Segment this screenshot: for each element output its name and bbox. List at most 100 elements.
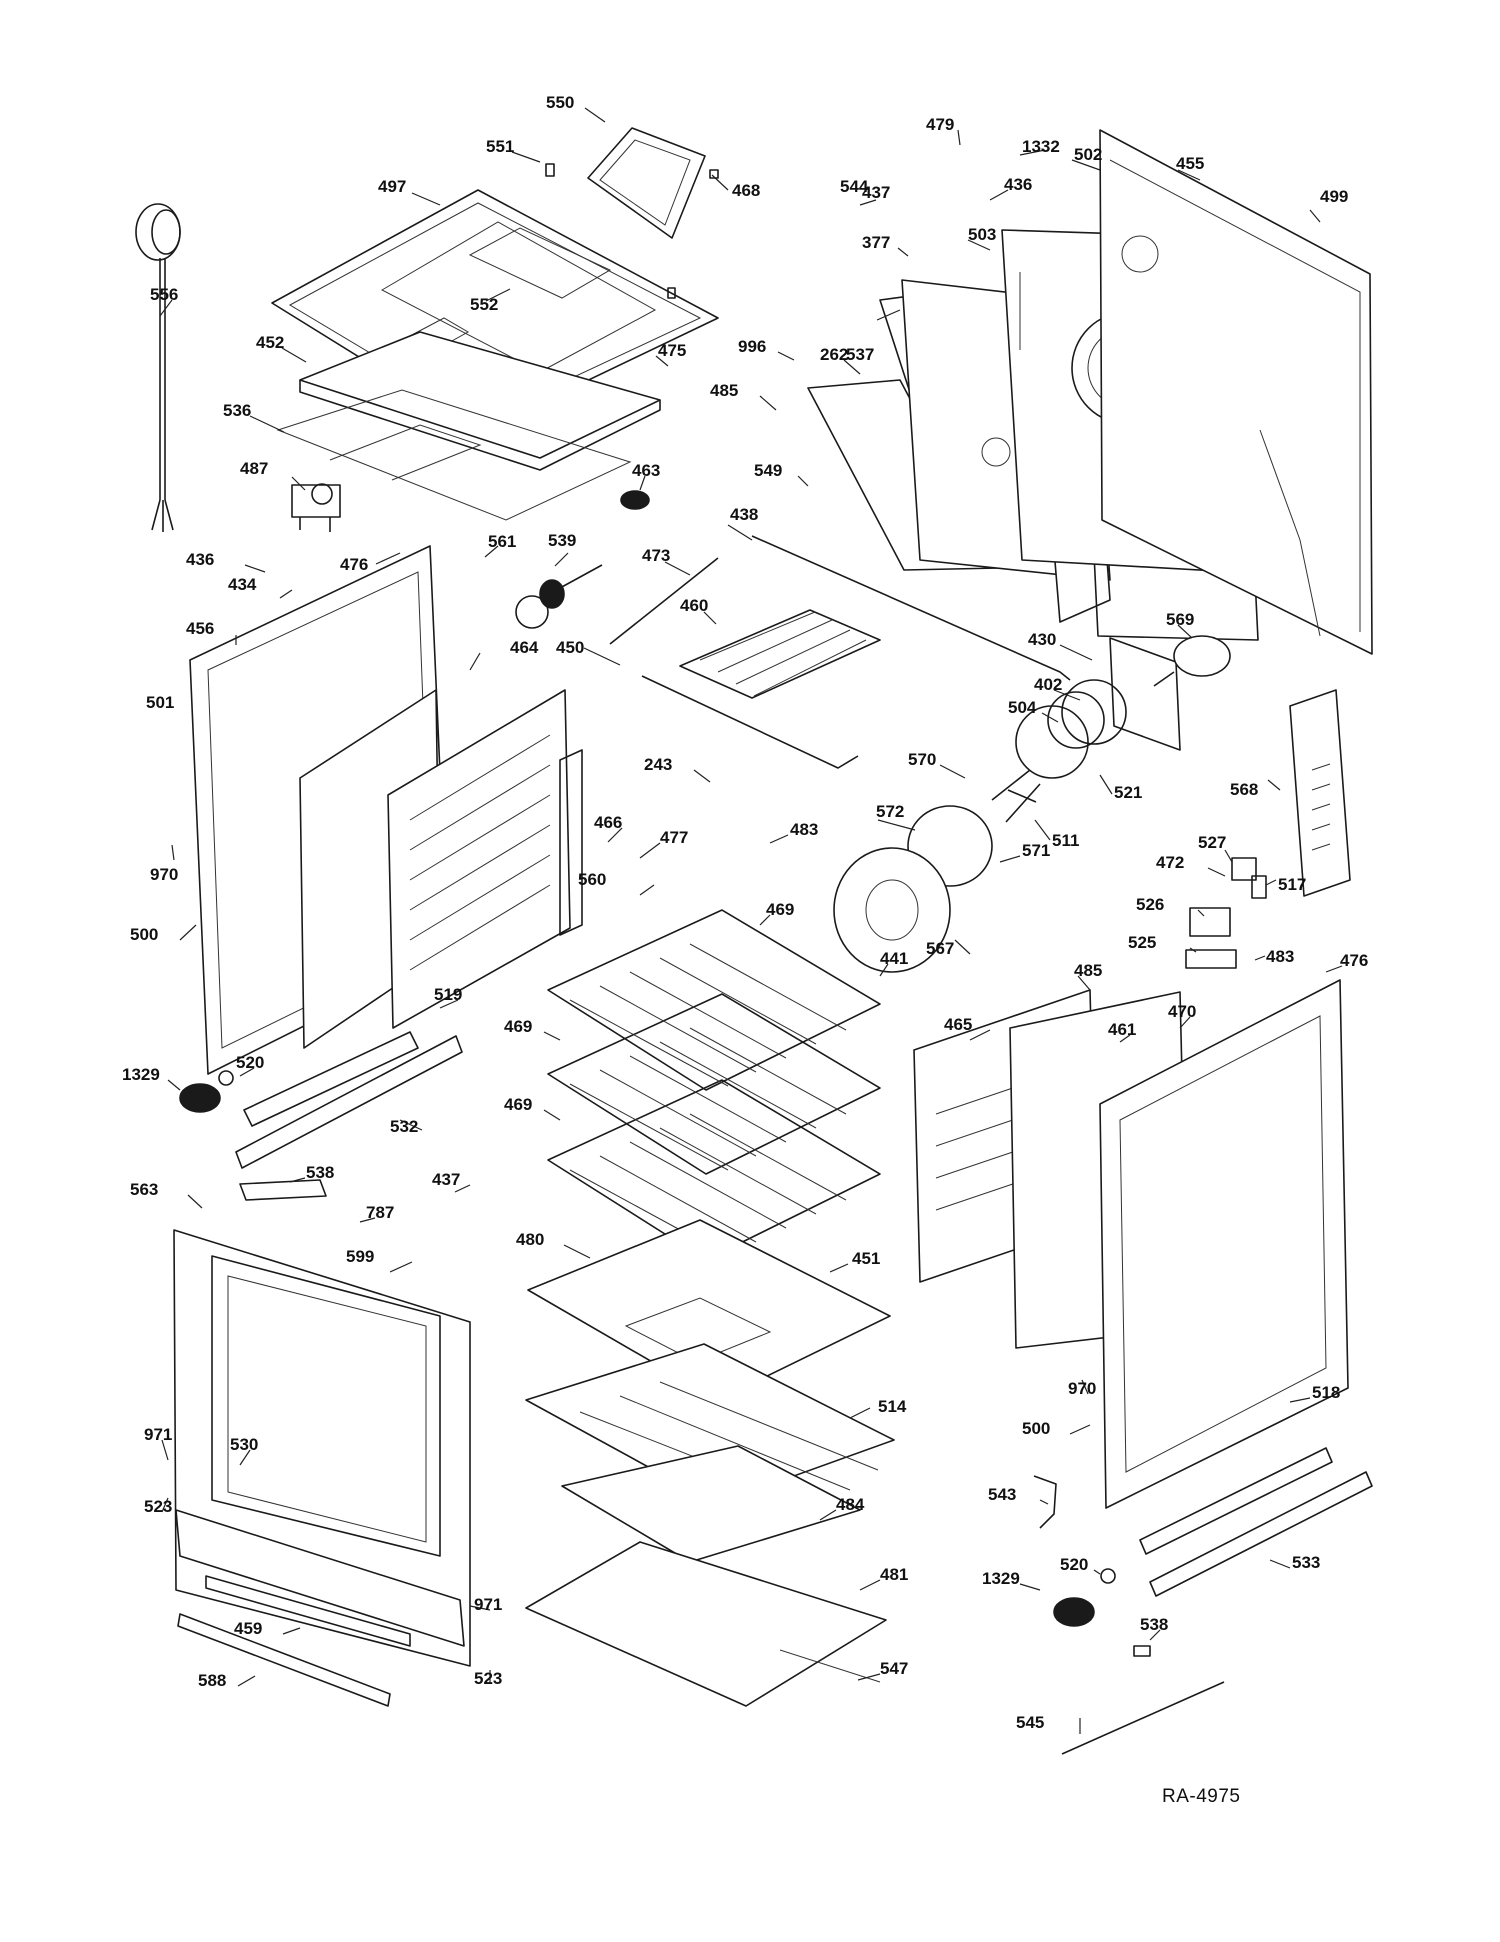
callout-label: 485 [1074,961,1102,980]
callout-label: 469 [504,1095,532,1114]
callout-label: 469 [504,1017,532,1036]
callout-label: 536 [223,401,251,420]
callout-label: 500 [130,925,158,944]
callout-label: 563 [130,1180,158,1199]
callout-label: 518 [1312,1383,1340,1402]
callout-label: 523 [144,1497,172,1516]
callout-label: 568 [1230,780,1258,799]
callout-label: 544 [840,177,869,196]
callout-label: 473 [642,546,670,565]
callout-label: 455 [1176,154,1204,173]
callout-label: 519 [434,985,462,1004]
callout-label: 545 [1016,1713,1044,1732]
callout-label: 561 [488,532,516,551]
callout-label: 588 [198,1671,226,1690]
callout-label: 502 [1074,145,1102,164]
callout-label: 572 [876,802,904,821]
callout-label: 434 [228,575,257,594]
callout-label: 437 [432,1170,460,1189]
callout-label: 487 [240,459,268,478]
callout-label: 243 [644,755,672,774]
callout-label: 525 [1128,933,1156,952]
kick-plate-parts [177,1575,411,1707]
callout-label: 500 [1022,1419,1050,1438]
callout-label: 570 [908,750,936,769]
callout-label: 1329 [982,1569,1020,1588]
callout-label: 481 [880,1565,908,1584]
callout-label: 463 [632,461,660,480]
callout-label: 547 [880,1659,908,1678]
callout-label: 527 [1198,833,1226,852]
callout-label: 479 [926,115,954,134]
callout-label: 503 [968,225,996,244]
diagram-reference-code: RA-4975 [1162,1786,1241,1807]
callout-label: 560 [578,870,606,889]
callout-label: 501 [146,693,174,712]
callout-label: 504 [1008,698,1037,717]
callout-label: 436 [186,550,214,569]
left-liner-parts [299,689,583,1049]
right-side-panel-part [1099,979,1349,1509]
fan-motor-part [1153,635,1231,687]
callout-label: 451 [852,1249,880,1268]
callout-label: 970 [1068,1379,1096,1398]
callout-label: 538 [306,1163,334,1182]
part-drawings [135,127,1373,1755]
callout-label: 499 [1320,187,1348,206]
side-cover-part [1289,689,1351,897]
callout-label: 430 [1028,630,1056,649]
callout-label: 452 [256,333,284,352]
cap-part [620,490,650,510]
broil-element-part [641,609,881,769]
callout-label: 483 [790,820,818,839]
vent-bracket-part [545,127,719,299]
front-frame-part [173,1229,471,1667]
callout-label: 520 [1060,1555,1088,1574]
callout-label: 476 [1340,951,1368,970]
power-cord-part [135,203,181,532]
callout-label: 599 [346,1247,374,1266]
callout-label: 438 [730,505,758,524]
callout-label: 543 [988,1485,1016,1504]
callout-label: 477 [660,828,688,847]
callout-label: 377 [862,233,890,252]
lower-oven-parts [525,1219,895,1707]
callout-label: 569 [1166,610,1194,629]
back-panel-part [1099,129,1373,655]
door-lock-switch-part [291,483,341,532]
callout-label: 497 [378,177,406,196]
callout-label: 466 [594,813,622,832]
callout-label: 460 [680,596,708,615]
callout-label: 556 [150,285,178,304]
leader-lines [159,107,1343,1734]
oven-racks [547,909,881,1261]
callout-label: 480 [516,1230,544,1249]
callout-label: 483 [1266,947,1294,966]
callout-label: 441 [880,949,908,968]
callout-label: 517 [1278,875,1306,894]
callout-label: 537 [846,345,874,364]
insulation-parts [276,331,661,521]
callout-label: 533 [1292,1553,1320,1572]
callout-label: 262 [820,345,848,364]
callout-label: 469 [766,900,794,919]
control-components [1185,857,1267,969]
convection-parts-small [515,557,719,645]
callout-label: 472 [1156,853,1184,872]
callout-label: 549 [754,461,782,480]
callout-label: 567 [926,939,954,958]
callout-label: 514 [878,1397,907,1416]
callout-label: 475 [658,341,686,360]
callout-label: 550 [546,93,574,112]
callout-label: 526 [1136,895,1164,914]
callout-label: 476 [340,555,368,574]
callout-label: 970 [150,865,178,884]
callout-label: 464 [510,638,539,657]
convection-fan-parts [991,637,1181,823]
callout-label: 521 [1114,783,1142,802]
callout-label: 402 [1034,675,1062,694]
callout-label: 971 [474,1595,502,1614]
callout-label: 470 [1168,1002,1196,1021]
callout-label: 511 [1052,831,1079,850]
